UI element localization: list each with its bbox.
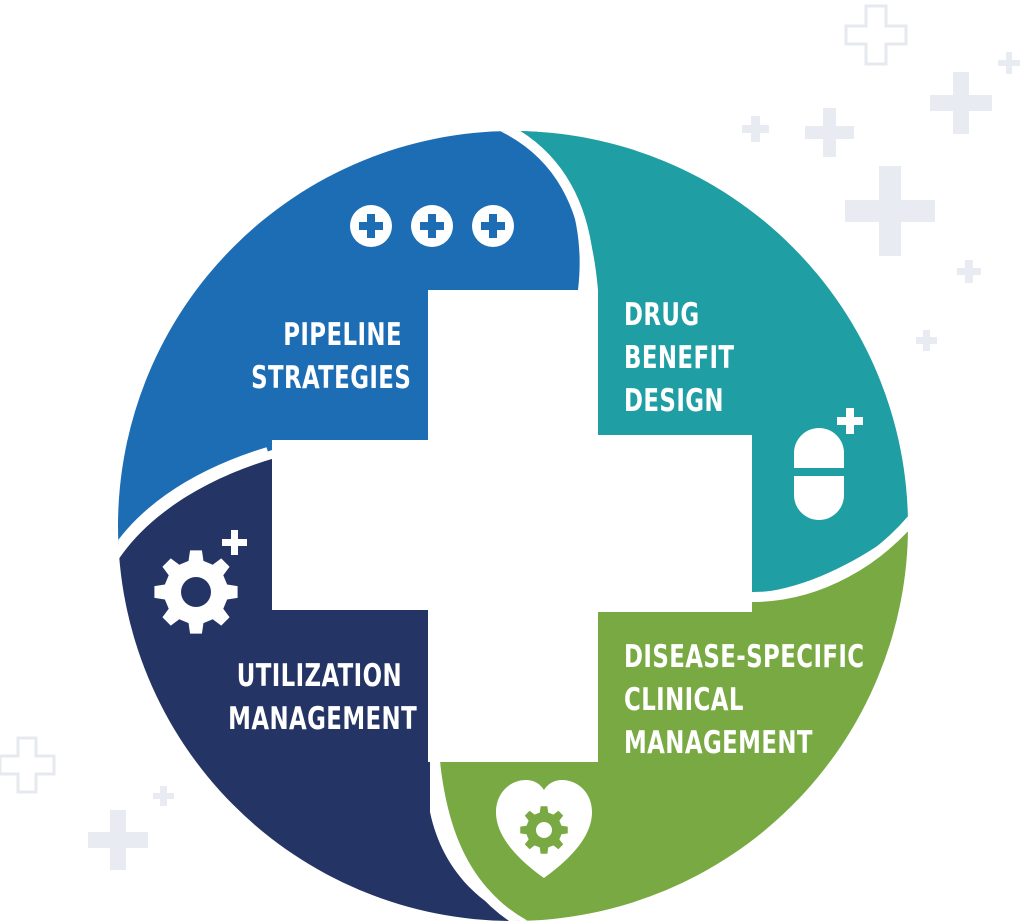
label-drug-benefit-design: DRUG BENEFIT DESIGN	[624, 294, 734, 423]
plus-circle-icon	[472, 205, 514, 247]
outline-plus-icon	[844, 4, 908, 66]
label-line: DISEASE-SPECIFIC	[624, 639, 865, 675]
quadrant-separators	[118, 131, 908, 921]
gear-plus-icon	[154, 530, 247, 634]
label-line: STRATEGIES	[251, 360, 412, 396]
label-line: MANAGEMENT	[624, 725, 813, 761]
label-line: DRUG	[624, 297, 700, 333]
gear-hole	[536, 822, 552, 838]
label-line: BENEFIT	[624, 340, 735, 376]
label-disease-specific-clinical-management: DISEASE-SPECIFIC CLINICAL MANAGEMENT	[624, 636, 865, 765]
plus-circle-icon	[350, 205, 392, 247]
pill-plus-icon	[794, 408, 863, 520]
plus-icon	[88, 52, 1020, 870]
label-line: MANAGEMENT	[228, 701, 418, 737]
label-line: PIPELINE	[283, 317, 402, 353]
label-pipeline-strategies: PIPELINE STRATEGIES	[251, 314, 412, 400]
background-plus-icons	[0, 4, 1020, 870]
label-line: UTILIZATION	[236, 658, 402, 694]
three-plus-circles-icon	[350, 205, 514, 247]
label-line: CLINICAL	[624, 682, 744, 718]
gear-hole	[181, 577, 211, 607]
label-utilization-management: UTILIZATION MANAGEMENT	[228, 655, 418, 741]
outline-plus-icon	[0, 736, 56, 794]
label-line: DESIGN	[624, 383, 724, 419]
plus-circle-icon	[411, 205, 453, 247]
center-cross-shape	[272, 290, 752, 762]
heart-gear-icon	[496, 780, 592, 878]
